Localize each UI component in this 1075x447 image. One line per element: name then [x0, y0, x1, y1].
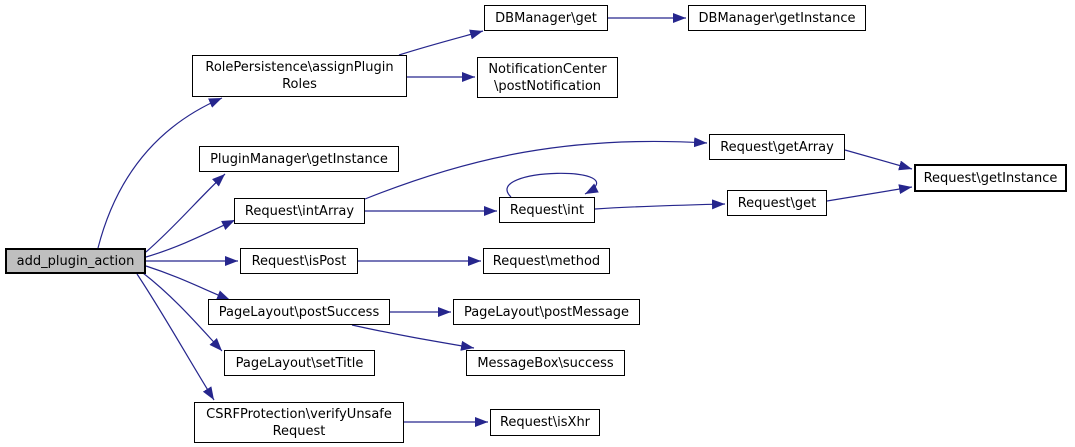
- edge-add-plugin-action-to-role-persistence: [97, 97, 223, 249]
- edge-add-plugin-action-to-csrf-protection: [136, 273, 215, 401]
- edge-role-persistence-to-db-manager-get: [398, 29, 484, 56]
- node-request-int-array[interactable]: Request\intArray: [234, 198, 365, 224]
- node-request-is-xhr[interactable]: Request\isXhr: [490, 409, 600, 436]
- edge-page-layout-post-success-to-message-box-success: [351, 324, 475, 351]
- edge-request-get-to-request-get-instance: [826, 184, 913, 202]
- edge-request-int-to-request-get: [594, 199, 726, 210]
- node-db-manager-get-instance[interactable]: DBManager\getInstance: [688, 5, 866, 31]
- node-message-box-success[interactable]: MessageBox\success: [466, 350, 625, 376]
- edge-request-int-array-to-request-get-array: [364, 137, 708, 200]
- node-request-get[interactable]: Request\get: [727, 190, 827, 216]
- node-request-method[interactable]: Request\method: [483, 248, 610, 274]
- edge-request-int-self-loop: [506, 172, 599, 198]
- edge-add-plugin-action-to-plugin-manager-get-instance: [145, 173, 226, 253]
- node-db-manager-get[interactable]: DBManager\get: [484, 5, 608, 31]
- edge-add-plugin-action-to-page-layout-post-success: [145, 265, 231, 301]
- node-csrf-protection-verify-unsafe-request[interactable]: CSRFProtection\verifyUnsafe Request: [194, 402, 404, 443]
- node-request-is-post[interactable]: Request\isPost: [240, 248, 358, 274]
- edge-request-get-array-to-request-get-instance: [844, 149, 913, 171]
- edge-add-plugin-action-to-request-int-array: [145, 219, 236, 258]
- node-plugin-manager-get-instance[interactable]: PluginManager\getInstance: [199, 146, 399, 172]
- node-request-get-array[interactable]: Request\getArray: [709, 134, 845, 160]
- node-role-persistence-assign-plugin-roles[interactable]: RolePersistence\assignPlugin Roles: [192, 55, 407, 97]
- node-request-get-instance[interactable]: Request\getInstance: [914, 164, 1067, 192]
- node-add-plugin-action: add_plugin_action: [5, 248, 146, 274]
- node-page-layout-post-message[interactable]: PageLayout\postMessage: [453, 299, 640, 325]
- node-notification-center-post-notification[interactable]: NotificationCenter \postNotification: [477, 57, 618, 98]
- node-page-layout-set-title[interactable]: PageLayout\setTitle: [224, 350, 375, 376]
- node-request-int[interactable]: Request\int: [499, 197, 595, 223]
- edge-add-plugin-action-to-page-layout-set-title: [142, 272, 223, 352]
- node-page-layout-post-success[interactable]: PageLayout\postSuccess: [208, 299, 390, 325]
